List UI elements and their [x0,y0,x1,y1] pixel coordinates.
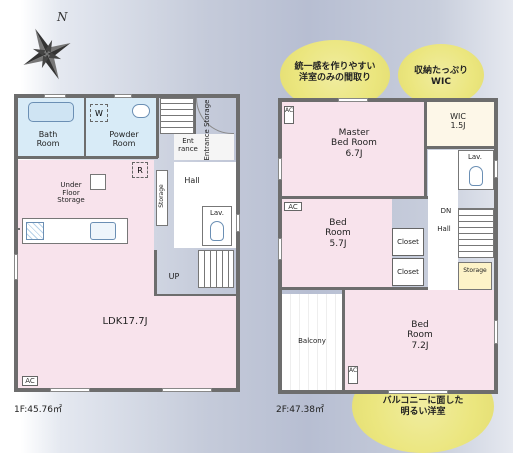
toilet-icon-1f [210,221,224,241]
stove-icon [26,222,44,240]
ac-2f-bed-b: AC [348,366,358,384]
storage-2f [458,262,492,290]
ldk [18,160,154,388]
hall-2f [428,150,458,290]
storage-side-1f [156,170,168,226]
badge-storage: 収納たっぷり WIC [398,44,484,106]
ac-2f-bed-a: AC [284,202,302,211]
badge-storage-line2: WIC [431,77,451,88]
entrance-door[interactable] [196,98,234,134]
bathtub-icon [28,102,74,122]
window-2f-right-2 [494,320,498,344]
hall-1f-label: Hall [184,176,200,185]
kitchen-sink-icon [90,222,116,240]
window-1f-bottom-right [162,388,212,392]
window-2f-left-2 [278,238,282,260]
bedroom-b [345,290,494,390]
badge-balcony-line1: バルコニーに面した [382,396,464,406]
floor2-area: 2F:47.38㎡ [276,405,325,415]
stairs-2f [458,208,494,258]
toilet-icon-2f [469,166,483,186]
window-2f-left-1 [278,158,282,180]
entrance [174,134,234,160]
storage-side-1f-label: Storage [158,184,165,208]
badge-unity-line2: 洋室のみの間取り [298,73,371,84]
master-bedroom [282,102,424,196]
ldk-extension [154,294,236,388]
badge-storage-line1: 収納たっぷり [413,66,468,76]
storage-2f-label: Storage [463,267,487,274]
bedroom-a [282,199,392,287]
compass: N [12,10,82,84]
stairs-down-label: DN [440,207,452,215]
lavatory-2f-label: Lav. [467,153,482,161]
stairs-lower-1f [198,250,234,288]
window-1f-right [236,214,240,232]
window-2f-top [338,98,368,102]
washer-icon: W [90,104,108,122]
walk-in-closet [427,102,494,146]
window-1f-top-left [44,94,66,98]
balcony-label: Balcony [298,337,326,345]
compass-north-label: N [57,10,68,24]
balcony [282,294,342,390]
window-1f-left [14,254,18,280]
compass-rose-icon [23,28,71,80]
stairs-upper-1f [160,98,194,134]
stairs-up-label: UP [168,272,180,281]
ac-1f: AC [22,376,38,386]
window-1f-top-mid [114,94,132,98]
badge-unity-line1: 統一感を作りやすい [294,62,376,72]
sink-icon [132,104,150,118]
closet-2[interactable]: Closet [392,258,424,286]
under-floor-storage-icon [90,174,106,190]
window-1f-bottom-left [50,388,90,392]
refrigerator-icon: R [132,162,148,178]
ldk-label: LDK17.7J [102,316,148,327]
ac-2f-master: AC [284,106,294,124]
hall-2f-label: Hall [437,225,451,233]
badge-balcony-line2: 明るい洋室 [400,407,446,418]
entrance-storage-label: Entrance Storage [203,99,211,161]
closet-1[interactable]: Closet [392,228,424,256]
floor1-area: 1F:45.76㎡ [14,405,63,415]
window-2f-bottom [388,390,448,394]
lavatory-1f-label: Lav. [209,209,224,217]
window-2f-right [494,160,498,178]
